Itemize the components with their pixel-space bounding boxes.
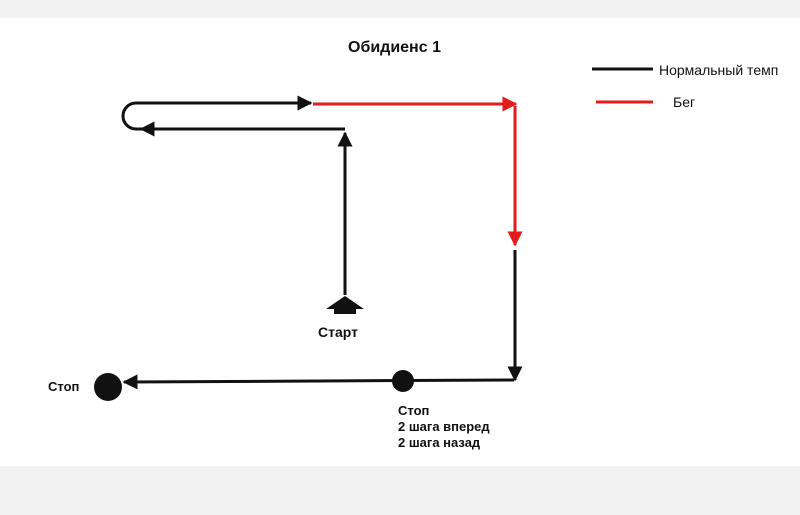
stop-final-icon [94, 373, 122, 401]
path-bottom-left [122, 374, 515, 390]
start-arrow-icon [326, 296, 364, 314]
start-label: Старт [318, 324, 358, 340]
stop-mid-icon [392, 370, 414, 392]
path-u-turn [121, 101, 141, 131]
stop-mid-label-1: Стоп [398, 403, 430, 418]
diagram-title: Обидиенс 1 [348, 39, 441, 56]
stop-mid-label-3: 2 шага назад [398, 435, 481, 450]
legend-normal-label: Нормальный темп [659, 62, 779, 78]
stop-final-label: Стоп [48, 379, 80, 394]
legend-run-label: Бег [673, 94, 696, 110]
stop-mid-label-2: 2 шага вперед [398, 419, 490, 434]
